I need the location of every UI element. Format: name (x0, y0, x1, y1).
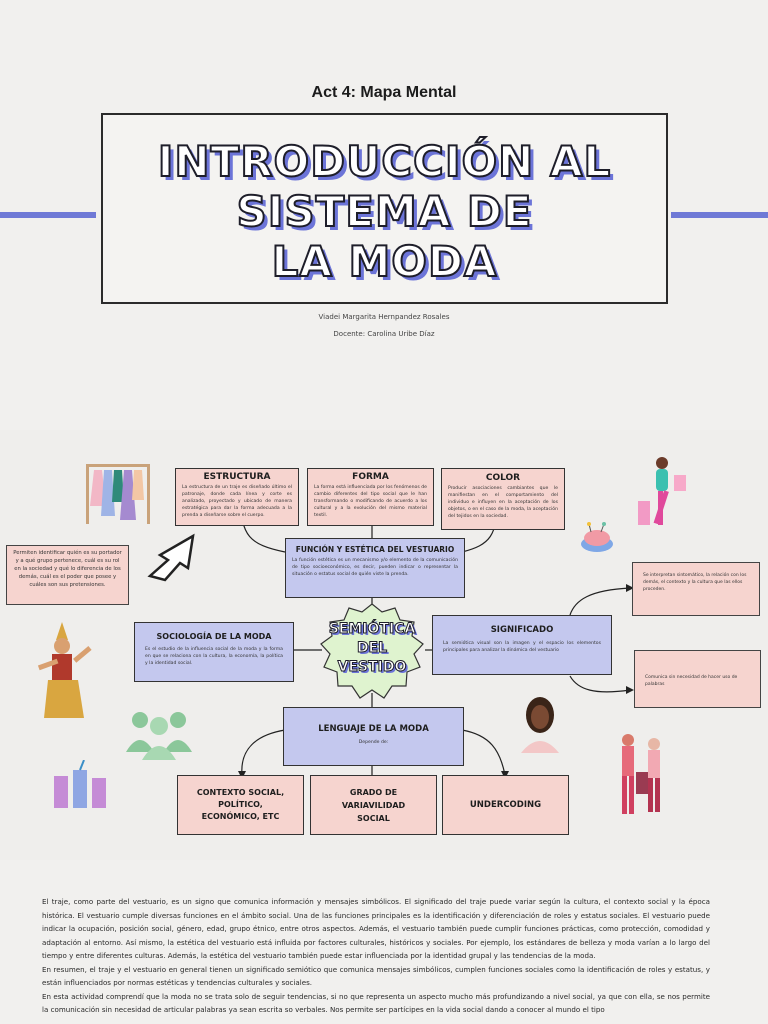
lenguaje-node: LENGUAJE DE LA MODA Depende de: (283, 707, 464, 766)
divider-left (0, 212, 96, 218)
shopping-woman-illustration (638, 457, 686, 525)
grado-node: GRADO DE VARIAVILIDAD SOCIAL (310, 775, 437, 835)
significado-text: La semiótica visual son la imagen y el e… (443, 641, 601, 653)
woman-portrait-illustration (521, 697, 559, 753)
title-frame: INTRODUCCIÓN AL SISTEMA DE LA MODA (101, 113, 668, 304)
forma-text: La forma está influenciada por los fenóm… (314, 485, 427, 518)
thai-dancer-illustration (37, 622, 92, 718)
note-right-top: Se interpretan sintomático, la relación … (632, 562, 760, 616)
people-group-icon (126, 712, 192, 760)
fashion-women-illustration (622, 734, 660, 814)
color-node: COLOR Producir asociaciones cambiantes q… (441, 468, 565, 530)
contexto-title: CONTEXTO SOCIAL, POLÍTICO, ECONÓMICO, ET… (196, 788, 285, 821)
teacher-name: Docente: Carolina Uribe Díaz (333, 330, 435, 338)
forma-node: FORMA La forma está influenciada por los… (307, 468, 434, 526)
significado-node: SIGNIFICADO La semiótica visual son la i… (432, 615, 612, 675)
grado-title: GRADO DE VARIAVILIDAD SOCIAL (341, 787, 406, 823)
thread-spools-illustration (54, 760, 106, 808)
clothes-rack-illustration (86, 464, 150, 524)
funcion-node: FUNCIÓN Y ESTÉTICA DEL VESTUARIO La func… (285, 538, 465, 598)
undercoding-title: UNDERCODING (469, 800, 542, 810)
body-paragraph-3: En esta actividad comprendí que la moda … (42, 991, 710, 1015)
title-line-2: SISTEMA DE (236, 186, 533, 237)
undercoding-node: UNDERCODING (442, 775, 569, 835)
estructura-node: ESTRUCTURA La estructura de un traje es … (175, 468, 299, 526)
significado-title: SIGNIFICADO (490, 625, 554, 635)
title-line-1: INTRODUCCIÓN AL (157, 136, 612, 187)
center-badge (320, 603, 424, 699)
sociologia-node: SOCIOLOGÍA DE LA MODA Es el estudio de l… (134, 622, 294, 682)
estructura-title: ESTRUCTURA (203, 472, 271, 482)
body-paragraph-1: El traje, como parte del vestuario, es u… (42, 897, 710, 960)
center-title: SEMIÓTICA DEL VESTIDO (328, 621, 416, 676)
author-name: Viadei Margarita Hernpandez Rosales (318, 313, 450, 321)
lenguaje-text: Depende de: (358, 740, 389, 745)
funcion-text: La función estética es un mecanismo y/o … (292, 558, 458, 577)
body-paragraph-2: En resumen, el traje y el vestuario en g… (42, 964, 710, 988)
sociologia-text: Es el estudio de la influencia social de… (145, 647, 283, 666)
funcion-title: FUNCIÓN Y ESTÉTICA DEL VESTUARIO (295, 545, 455, 554)
lenguaje-title: LENGUAJE DE LA MODA (318, 724, 429, 734)
contexto-node: CONTEXTO SOCIAL, POLÍTICO, ECONÓMICO, ET… (177, 775, 304, 835)
divider-right (671, 212, 768, 218)
color-text: Producir asociaciones cambiantes que le … (448, 486, 558, 519)
forma-title: FORMA (352, 472, 389, 482)
note-right-bottom: Comunica sin necesidad de hacer uso de p… (634, 650, 761, 708)
estructura-text: La estructura de un traje es diseñado úl… (182, 485, 292, 518)
activity-title: Act 4: Mapa Mental (311, 84, 457, 101)
sociologia-title: SOCIOLOGÍA DE LA MODA (156, 632, 272, 641)
color-title: COLOR (485, 473, 521, 483)
note-left: Permiten identificar quién es su portado… (6, 545, 129, 605)
title-line-3: LA MODA (271, 236, 498, 287)
body-text: El traje, como parte del vestuario, es u… (42, 895, 710, 1017)
pincushion-illustration (581, 522, 613, 552)
